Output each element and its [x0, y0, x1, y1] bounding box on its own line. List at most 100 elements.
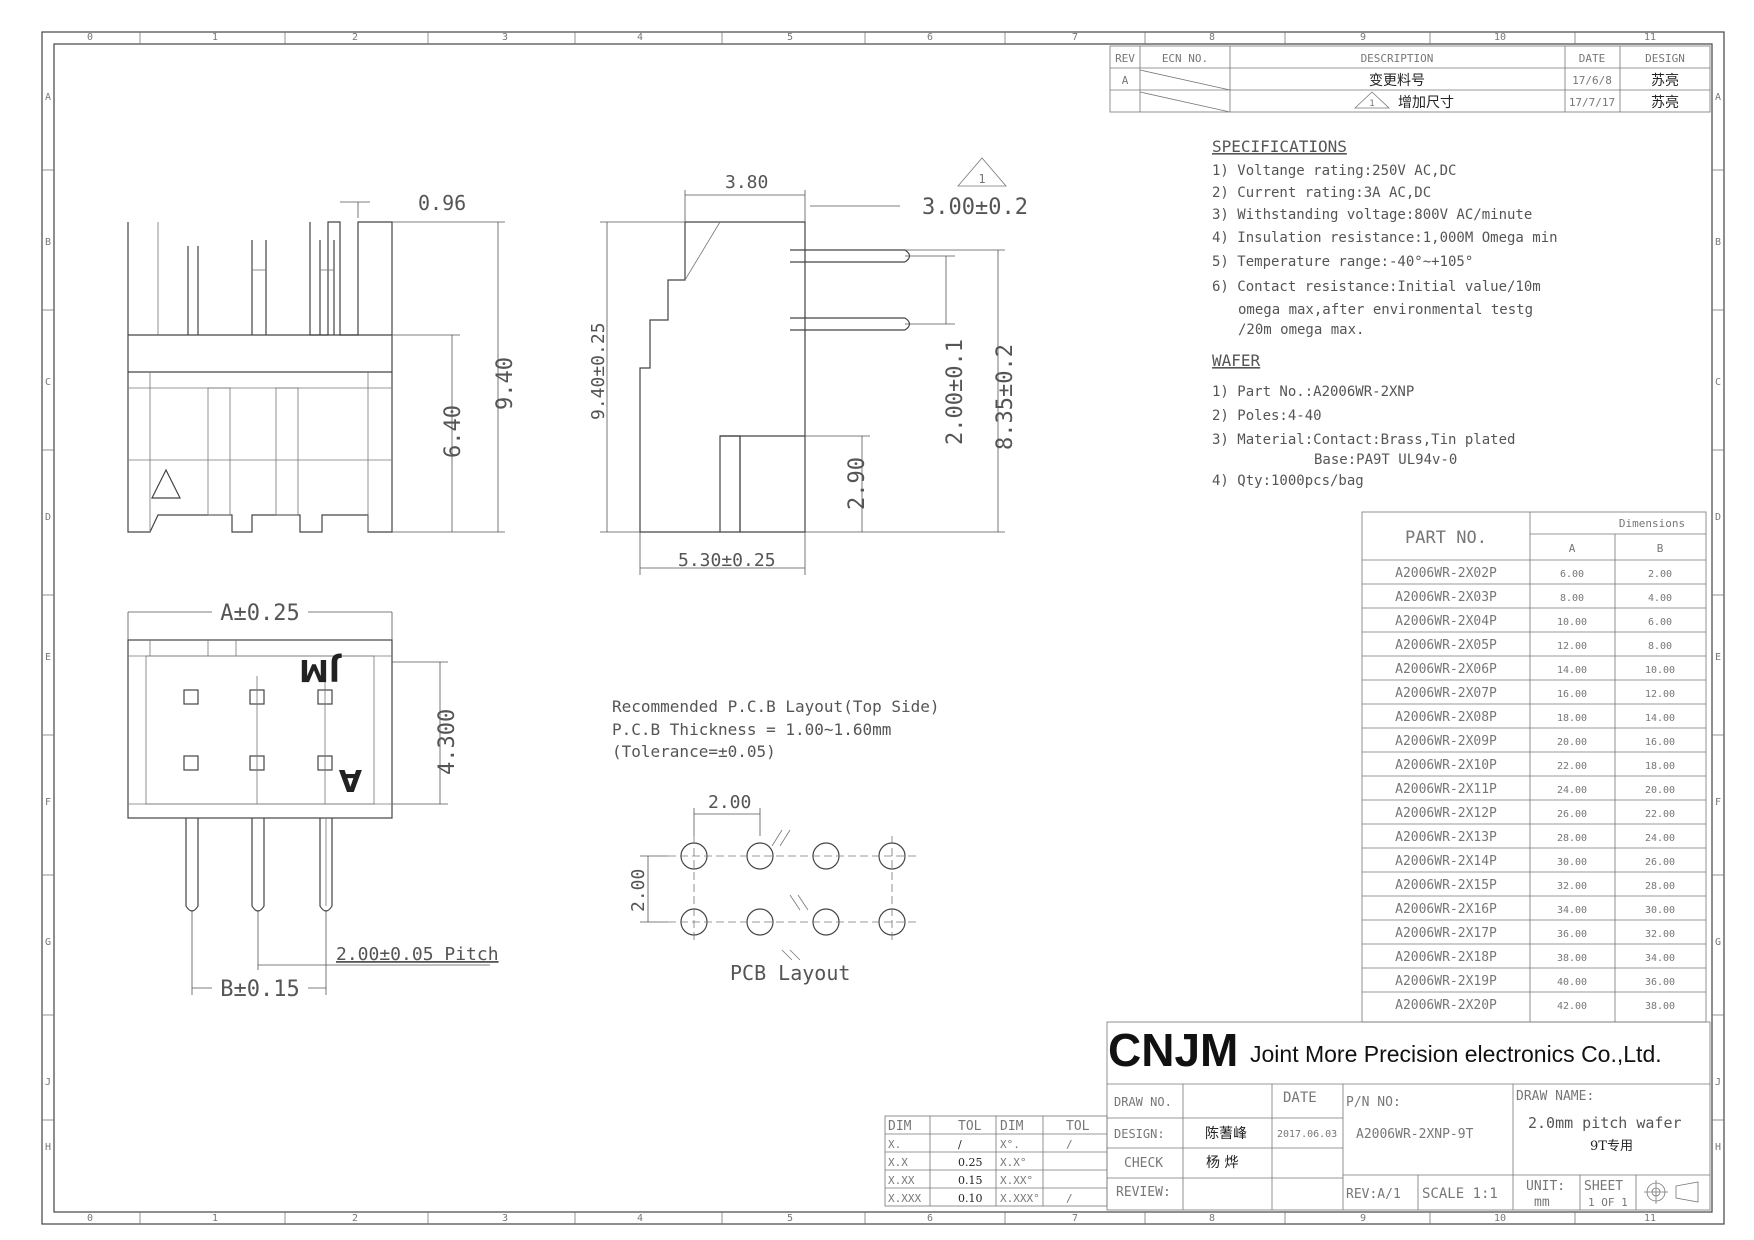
- spec-item-4: 4) Insulation resistance:1,000M Omega mi…: [1212, 230, 1558, 246]
- grid-row-label-left: A: [45, 92, 51, 103]
- part-no-cell: A2006WR-2X14P: [1395, 854, 1497, 869]
- draw-name-label: DRAW NAME:: [1516, 1089, 1594, 1104]
- unit-value: mm: [1534, 1195, 1550, 1210]
- rev-a-designer: 苏亮: [1651, 72, 1679, 89]
- side-dim-380: 3.80: [725, 172, 768, 193]
- specifications-title: SPECIFICATIONS: [1212, 137, 1347, 156]
- grid-row-label-right: C: [1715, 377, 1721, 388]
- dim-b-cell: 34.00: [1645, 953, 1675, 964]
- wafer-item-2: 2) Poles:4-40: [1212, 408, 1322, 424]
- parts-header-a: A: [1569, 542, 1576, 555]
- draw-no-label: DRAW NO.: [1114, 1095, 1172, 1109]
- part-no-cell: A2006WR-2X06P: [1395, 662, 1497, 677]
- dim-a-cell: 12.00: [1557, 641, 1587, 652]
- tol-cell: X.: [888, 1138, 901, 1151]
- design-date: 2017.06.03: [1277, 1129, 1337, 1140]
- dim-a-cell: 22.00: [1557, 761, 1587, 772]
- tol-cell: 0.15: [958, 1174, 983, 1187]
- dim-b-cell: 4.00: [1648, 593, 1672, 604]
- inner-frame: [53, 43, 1713, 1213]
- grid-col-label: 2: [352, 32, 358, 43]
- grid-row-label-left: E: [45, 652, 51, 663]
- grid-col-label: 11: [1644, 1213, 1656, 1224]
- dim-b-cell: 6.00: [1648, 617, 1672, 628]
- company-name: Joint More Precision electronics Co.,Ltd…: [1250, 1041, 1662, 1067]
- part-no-cell: A2006WR-2X15P: [1395, 878, 1497, 893]
- grid-col-label: 1: [212, 1213, 218, 1224]
- dim-a-cell: 38.00: [1557, 953, 1587, 964]
- dim-a-cell: 20.00: [1557, 737, 1587, 748]
- dim-a-cell: 32.00: [1557, 881, 1587, 892]
- pn-label: P/N NO:: [1346, 1095, 1401, 1110]
- sheet-label: SHEET: [1584, 1179, 1623, 1194]
- pn-value: A2006WR-2XNP-9T: [1356, 1127, 1474, 1142]
- grid-col-label: 4: [637, 32, 643, 43]
- front-view: 0.96 9.40 6.40: [127, 191, 518, 533]
- spec-item-2: 2) Current rating:3A AC,DC: [1212, 185, 1431, 201]
- bottom-view: JM A A±0.25 4.300 B±0.15 2.00±0.05 Pitch: [127, 600, 499, 1002]
- tol-cell: X.X°: [1000, 1156, 1027, 1169]
- parts-header-part-no: PART NO.: [1405, 528, 1487, 548]
- grid-col-label: 10: [1494, 32, 1506, 43]
- outer-frame: [41, 31, 1725, 1225]
- wafer-item-3-cont: Base:PA9T UL94v-0: [1314, 452, 1457, 468]
- grid-row-label-left: C: [45, 377, 51, 388]
- part-no-cell: A2006WR-2X07P: [1395, 686, 1497, 701]
- part-no-cell: A2006WR-2X12P: [1395, 806, 1497, 821]
- rev-b-description: 增加尺寸: [1398, 95, 1454, 111]
- designer-name: 陈蓍峰: [1205, 1125, 1247, 1142]
- dim-b-cell: 22.00: [1645, 809, 1675, 820]
- tol-cell: /: [1066, 1138, 1073, 1151]
- dim-b-cell: 30.00: [1645, 905, 1675, 916]
- part-no-cell: A2006WR-2X09P: [1395, 734, 1497, 749]
- grid-row-label-right: A: [1715, 92, 1721, 103]
- pin-squares: [183, 689, 333, 771]
- title-block: CNJM Joint More Precision electronics Co…: [1106, 1021, 1711, 1211]
- dim-a-cell: 34.00: [1557, 905, 1587, 916]
- rev-header-description: DESCRIPTION: [1361, 52, 1434, 65]
- dim-b-cell: 28.00: [1645, 881, 1675, 892]
- bottom-dim-depth: 4.300: [435, 709, 460, 775]
- dim-b-cell: 12.00: [1645, 689, 1675, 700]
- grid-col-label: 10: [1494, 1213, 1506, 1224]
- projection-symbol-icon: [1644, 1180, 1699, 1204]
- grid-row-label-left: D: [45, 512, 51, 523]
- rev-a-date: 17/6/8: [1572, 74, 1612, 87]
- grid-col-label: 9: [1360, 32, 1366, 43]
- tol-header: DIM: [888, 1119, 912, 1134]
- rev-header-date: DATE: [1579, 52, 1606, 65]
- dim-a-cell: 16.00: [1557, 689, 1587, 700]
- side-view: 1 3.80 3.00±0.2 9.40±0.25 2.00±0.1 8.35±…: [588, 157, 1028, 575]
- pcb-holes: [668, 829, 918, 961]
- dim-a-cell: 18.00: [1557, 713, 1587, 724]
- front-dim-940: 9.40: [493, 357, 518, 410]
- parts-header-b: B: [1657, 542, 1664, 555]
- rev-b-marker: 1: [1369, 99, 1374, 109]
- draw-name-cn: 9T专用: [1590, 1139, 1633, 1154]
- bottom-dim-b: B±0.15: [220, 977, 299, 1002]
- grid-col-label: 7: [1072, 1213, 1078, 1224]
- dim-a-cell: 8.00: [1560, 593, 1584, 604]
- wafer-item-3: 3) Material:Contact:Brass,Tin plated: [1212, 432, 1515, 448]
- wafer-title: WAFER: [1212, 351, 1261, 370]
- revision-table: REV ECN NO. DESCRIPTION DATE DESIGN A 变更…: [1109, 45, 1711, 113]
- side-dim-835: 8.35±0.2: [993, 344, 1018, 450]
- unit-label: UNIT:: [1526, 1179, 1565, 1194]
- grid-row-label-right: H: [1715, 1142, 1721, 1153]
- grid-col-label: 3: [502, 32, 508, 43]
- grid-col-label: 3: [502, 1213, 508, 1224]
- date-label: DATE: [1283, 1090, 1317, 1106]
- bottom-dim-a: A±0.25: [220, 601, 299, 626]
- side-dim-290: 2.90: [845, 457, 870, 510]
- grid-col-label: 2: [352, 1213, 358, 1224]
- side-dim-940: 9.40±0.25: [588, 322, 609, 420]
- polarity-triangle-icon: [151, 468, 181, 499]
- grid-row-label-left: J: [45, 1077, 51, 1088]
- grid-row-label-right: F: [1715, 797, 1721, 808]
- part-no-cell: A2006WR-2X13P: [1395, 830, 1497, 845]
- part-no-cell: A2006WR-2X10P: [1395, 758, 1497, 773]
- grid-col-label: 1: [212, 32, 218, 43]
- grid-row-label-right: D: [1715, 512, 1721, 523]
